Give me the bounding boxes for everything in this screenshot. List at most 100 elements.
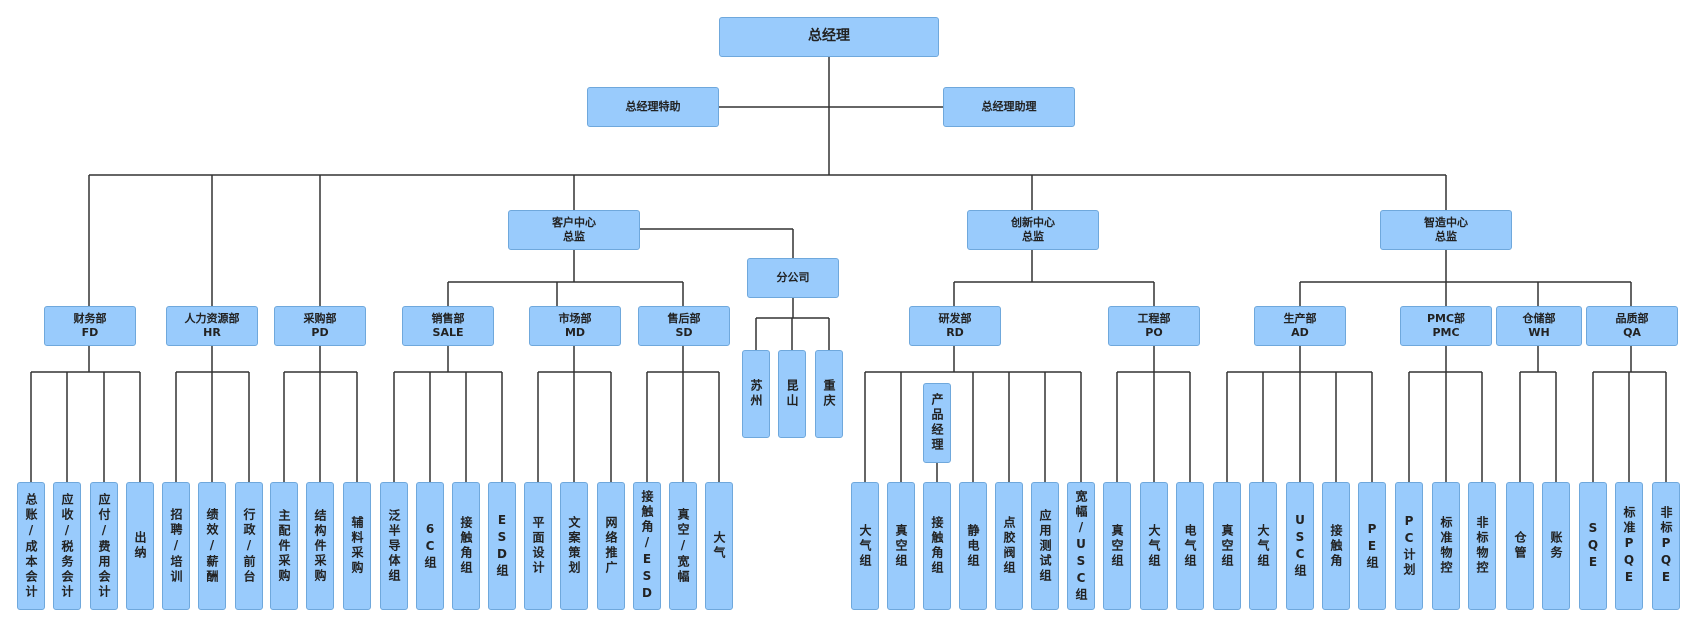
- department-label: 生产部 AD: [1283, 312, 1317, 339]
- manufacturing-center-label: 智造中心 总监: [1424, 216, 1468, 243]
- department-label: 品质部 QA: [1615, 312, 1649, 339]
- team-node: 应用测试组: [1031, 482, 1059, 610]
- team-node: 标准物控: [1432, 482, 1460, 610]
- team-node: 非标PQE: [1652, 482, 1680, 610]
- team-label: SQE: [1586, 520, 1600, 572]
- branch-city-node: 重庆: [815, 350, 843, 438]
- team-label: 辅料采购: [350, 516, 364, 576]
- customer-center-node: 客户中心 总监: [508, 210, 640, 250]
- team-node: ESD组: [488, 482, 516, 610]
- team-label: 接触角: [1329, 523, 1343, 569]
- department-label: 仓储部 WH: [1522, 312, 1556, 339]
- team-label: 真空组: [894, 523, 908, 569]
- team-label: 非标PQE: [1659, 505, 1673, 587]
- department-label: 研发部 RD: [938, 312, 972, 339]
- department-label: 售后部 SD: [667, 312, 701, 339]
- department-node-hr: 人力资源部 HR: [166, 306, 258, 346]
- department-label: 市场部 MD: [558, 312, 592, 339]
- team-label: 应收/税务会计: [60, 492, 74, 600]
- team-label: 大气组: [1256, 523, 1270, 569]
- department-node-md: 市场部 MD: [529, 306, 621, 346]
- team-label: 6C组: [423, 521, 437, 571]
- team-node: 行政/前台: [235, 482, 263, 610]
- team-node: 接触角组: [452, 482, 480, 610]
- team-label: 行政/前台: [242, 507, 256, 585]
- team-node: 真空组: [1213, 482, 1241, 610]
- branch-city-node: 昆山: [778, 350, 806, 438]
- team-node: 标准PQE: [1615, 482, 1643, 610]
- product-manager-node: 产品经理: [923, 383, 951, 463]
- gm-assistant-label: 总经理助理: [981, 100, 1037, 114]
- team-node: 网络推广: [597, 482, 625, 610]
- team-node: 平面设计: [524, 482, 552, 610]
- branch-city-label: 苏州: [749, 379, 763, 409]
- team-label: 真空/宽幅: [676, 507, 690, 585]
- team-node: 非标物控: [1468, 482, 1496, 610]
- branch-city-node: 苏州: [742, 350, 770, 438]
- department-node-rd: 研发部 RD: [909, 306, 1001, 346]
- team-node: 账务: [1542, 482, 1570, 610]
- team-node: 总账/成本会计: [17, 482, 45, 610]
- team-node: PE组: [1358, 482, 1386, 610]
- team-label: 平面设计: [531, 516, 545, 576]
- innovation-center-label: 创新中心 总监: [1011, 216, 1055, 243]
- team-label: 真空组: [1110, 523, 1124, 569]
- team-label: 绩效/薪酬: [205, 507, 219, 585]
- team-node: 大气组: [851, 482, 879, 610]
- team-node: 大气组: [1249, 482, 1277, 610]
- team-node: 应收/税务会计: [53, 482, 81, 610]
- team-node: 辅料采购: [343, 482, 371, 610]
- department-label: 销售部 SALE: [431, 312, 465, 339]
- team-node: 绩效/薪酬: [198, 482, 226, 610]
- team-node: USC组: [1286, 482, 1314, 610]
- gm-special-assistant-label: 总经理特助: [625, 100, 681, 114]
- product-manager-label: 产品经理: [930, 393, 944, 453]
- department-label: 人力资源部 HR: [184, 312, 240, 339]
- manufacturing-center-node: 智造中心 总监: [1380, 210, 1512, 250]
- team-label: 标准物控: [1439, 516, 1453, 576]
- team-node: 文案策划: [560, 482, 588, 610]
- team-label: 真空组: [1220, 523, 1234, 569]
- team-label: USC组: [1293, 513, 1307, 579]
- department-node-qa: 品质部 QA: [1586, 306, 1678, 346]
- customer-center-label: 客户中心 总监: [552, 216, 596, 243]
- team-node: 泛半导体组: [380, 482, 408, 610]
- department-node-pd: 采购部 PD: [274, 306, 366, 346]
- team-node: 接触角/ESD: [633, 482, 661, 610]
- department-label: 财务部 FD: [73, 312, 107, 339]
- gm-assistant-node: 总经理助理: [943, 87, 1075, 127]
- innovation-center-node: 创新中心 总监: [967, 210, 1099, 250]
- branch-city-label: 重庆: [822, 379, 836, 409]
- team-node: 仓管: [1506, 482, 1534, 610]
- team-label: 招聘/培训: [169, 507, 183, 585]
- department-node-pmc: PMC部 PMC: [1400, 306, 1492, 346]
- team-node: 招聘/培训: [162, 482, 190, 610]
- team-label: 接触角/ESD: [640, 489, 654, 603]
- branch-city-label: 昆山: [785, 379, 799, 409]
- team-node: PC计划: [1395, 482, 1423, 610]
- team-node: 结构件采购: [306, 482, 334, 610]
- team-label: 电气组: [1183, 523, 1197, 569]
- team-label: 网络推广: [604, 516, 618, 576]
- team-node: 大气组: [1140, 482, 1168, 610]
- department-node-ad: 生产部 AD: [1254, 306, 1346, 346]
- team-label: 静电组: [966, 523, 980, 569]
- team-node: SQE: [1579, 482, 1607, 610]
- team-node: 接触角组: [923, 482, 951, 610]
- department-label: PMC部 PMC: [1426, 312, 1466, 339]
- team-label: 应付/费用会计: [97, 492, 111, 600]
- team-node: 6C组: [416, 482, 444, 610]
- gm-label: 总经理: [808, 28, 850, 45]
- department-node-sale: 销售部 SALE: [402, 306, 494, 346]
- team-node: 静电组: [959, 482, 987, 610]
- department-node-sd: 售后部 SD: [638, 306, 730, 346]
- team-node: 真空组: [887, 482, 915, 610]
- team-label: PE组: [1365, 521, 1379, 571]
- team-label: 总账/成本会计: [24, 492, 38, 600]
- team-node: 应付/费用会计: [90, 482, 118, 610]
- team-label: 应用测试组: [1038, 508, 1052, 584]
- department-label: 采购部 PD: [303, 312, 337, 339]
- team-label: 大气组: [858, 523, 872, 569]
- department-node-wh: 仓储部 WH: [1496, 306, 1582, 346]
